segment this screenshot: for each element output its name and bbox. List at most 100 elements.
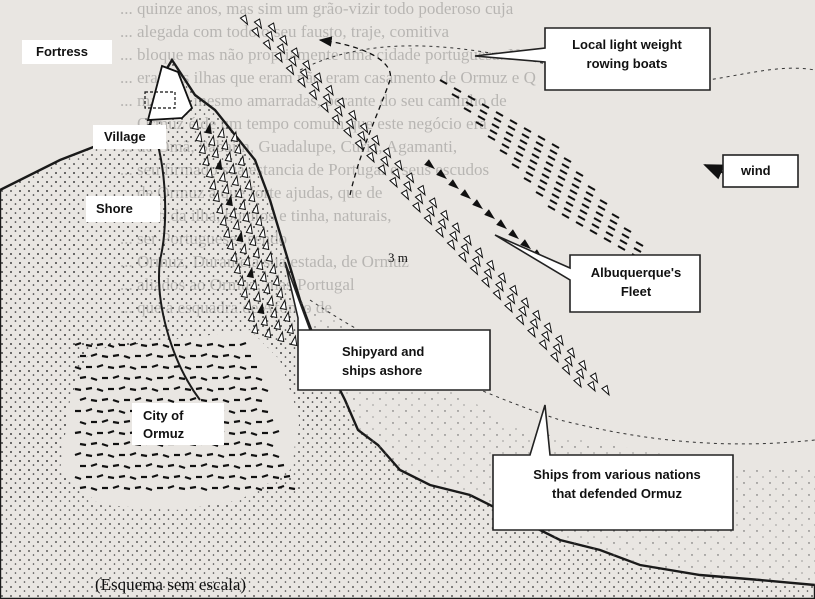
ship-marker bbox=[265, 30, 274, 43]
city-building-mark bbox=[112, 484, 120, 490]
rowing-boat-mark bbox=[603, 237, 612, 243]
ship-marker bbox=[334, 105, 343, 118]
rowing-boat-mark bbox=[577, 215, 586, 221]
city-building-mark bbox=[96, 409, 104, 414]
ship-marker bbox=[532, 309, 541, 322]
rowing-boat-mark bbox=[531, 153, 540, 159]
city-building-mark bbox=[74, 430, 82, 435]
ship-marker bbox=[230, 250, 238, 263]
ship-marker bbox=[424, 159, 436, 170]
ship-marker bbox=[417, 184, 426, 197]
rowing-boat-mark bbox=[599, 199, 608, 205]
rowing-boat-mark bbox=[545, 161, 554, 167]
ship-marker bbox=[508, 229, 520, 240]
ship-marker bbox=[270, 306, 278, 319]
city-building-mark bbox=[107, 453, 115, 459]
rowing-boat-mark bbox=[563, 157, 572, 163]
city-building-mark bbox=[90, 398, 98, 403]
city-building-mark bbox=[255, 462, 263, 468]
city-building-mark bbox=[112, 463, 120, 468]
ship-marker bbox=[223, 226, 231, 239]
city-building-mark bbox=[239, 475, 247, 481]
city-building-mark bbox=[288, 486, 296, 491]
ship-marker bbox=[460, 243, 470, 255]
ship-marker bbox=[405, 172, 415, 184]
city-building-mark bbox=[107, 429, 115, 435]
city-building-mark bbox=[189, 396, 197, 402]
city-label-box: City of Ormuz bbox=[132, 403, 224, 445]
ship-marker bbox=[543, 322, 553, 334]
rowing-boat-mark bbox=[533, 147, 542, 153]
rowing-boat-mark bbox=[607, 225, 616, 231]
city-building-mark bbox=[123, 376, 131, 381]
ship-marker bbox=[247, 310, 255, 323]
ship-marker bbox=[448, 179, 460, 190]
ship-marker bbox=[495, 280, 504, 293]
rowing-boat-mark bbox=[555, 181, 564, 187]
ship-marker bbox=[216, 202, 224, 215]
background-text-line: ... bloque mas não propriamente uma cida… bbox=[120, 45, 548, 64]
ship-marker bbox=[253, 18, 263, 30]
rowing-boat-mark bbox=[507, 125, 516, 131]
city-building-mark bbox=[79, 420, 87, 426]
city-building-mark bbox=[145, 486, 153, 492]
ship-marker bbox=[463, 234, 472, 247]
city-building-mark bbox=[233, 464, 241, 470]
city-building-mark bbox=[228, 409, 236, 415]
rowing-boat-mark bbox=[623, 227, 632, 233]
city-building-mark bbox=[151, 363, 159, 369]
city-building-mark bbox=[184, 365, 192, 371]
fortress-label-box: Fortress bbox=[22, 40, 112, 64]
city-building-mark bbox=[261, 409, 269, 414]
rowing-boat-mark bbox=[579, 209, 588, 215]
city-building-mark bbox=[167, 374, 175, 380]
ship-marker bbox=[233, 262, 241, 275]
ship-marker bbox=[414, 193, 424, 205]
rowing-boat-mark bbox=[557, 175, 566, 181]
ship-marker bbox=[484, 209, 496, 220]
rowing-boat-mark bbox=[587, 185, 596, 191]
rowing-boat-mark bbox=[565, 201, 574, 207]
ship-marker bbox=[205, 166, 213, 179]
rowing-boat-mark bbox=[551, 143, 560, 149]
rowing-boat-mark bbox=[489, 129, 498, 135]
ship-marker bbox=[279, 34, 288, 47]
rowing-boat-mark bbox=[453, 87, 462, 93]
rowing-boat-mark bbox=[519, 139, 528, 145]
rowing-boat-mark bbox=[591, 223, 600, 229]
city-building-mark bbox=[217, 365, 225, 370]
rowing-boat-mark bbox=[547, 205, 556, 211]
city-building-mark bbox=[206, 363, 214, 369]
ship-marker bbox=[394, 159, 403, 172]
ship-marker bbox=[191, 118, 199, 131]
city-building-mark bbox=[244, 396, 252, 402]
ship-marker bbox=[435, 226, 444, 239]
ship-marker bbox=[359, 122, 369, 134]
city-building-mark bbox=[101, 442, 109, 448]
ship-marker bbox=[253, 290, 261, 303]
city-building-mark bbox=[145, 352, 153, 358]
rowing-boat-mark bbox=[515, 151, 524, 157]
ship-marker bbox=[246, 266, 254, 279]
city-building-mark bbox=[244, 420, 252, 426]
city-building-mark bbox=[96, 387, 104, 393]
ship-marker bbox=[272, 274, 280, 287]
rowing-boat-mark bbox=[463, 107, 472, 113]
ship-marker bbox=[195, 130, 203, 143]
ship-marker bbox=[244, 178, 252, 191]
ship-marker bbox=[472, 199, 484, 210]
ship-marker bbox=[297, 76, 306, 89]
ship-marker bbox=[357, 130, 366, 143]
ship-marker bbox=[555, 334, 564, 347]
rowing-boat-mark bbox=[523, 127, 532, 133]
ship-marker bbox=[481, 276, 490, 289]
city-building-mark bbox=[211, 397, 219, 402]
city-building-mark bbox=[79, 396, 87, 402]
rowing-boat-mark bbox=[451, 93, 460, 99]
ship-marker bbox=[224, 150, 232, 163]
ship-marker bbox=[550, 351, 559, 364]
city-building-mark bbox=[101, 418, 109, 424]
ship-marker bbox=[255, 214, 263, 227]
ship-marker bbox=[483, 268, 493, 280]
rowing-boat-mark bbox=[575, 171, 584, 177]
